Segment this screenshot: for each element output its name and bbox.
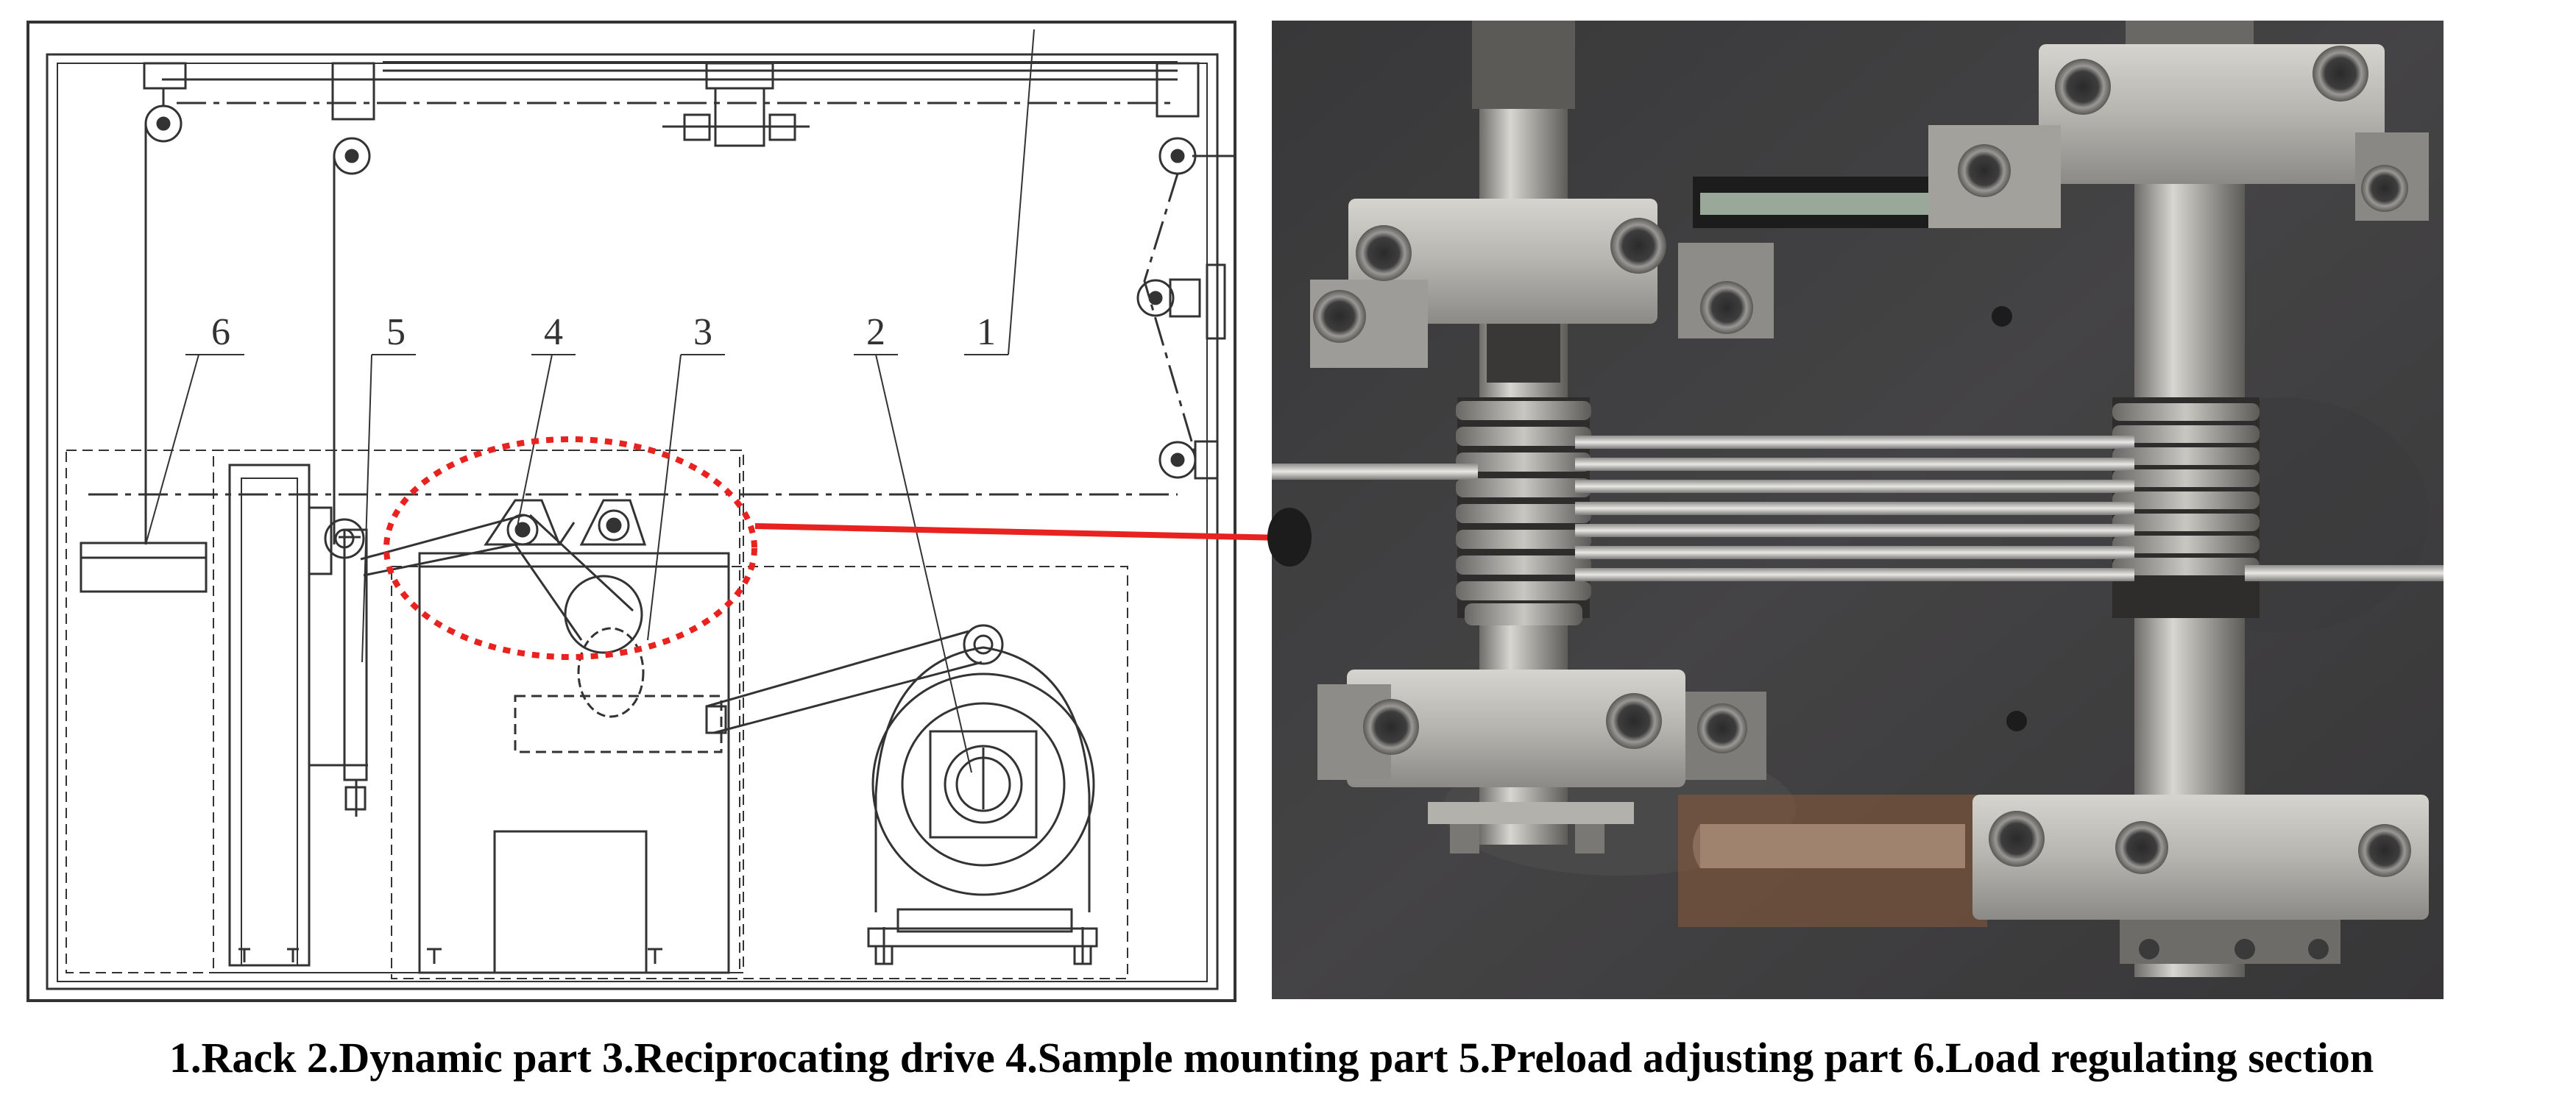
- specimen-photo: [1267, 21, 2444, 999]
- coil-right: [2112, 397, 2260, 618]
- caption-part-2: 2.Dynamic part: [306, 1034, 592, 1082]
- callout-1: 1: [977, 311, 996, 353]
- coil-left: [1456, 397, 1591, 625]
- caption-part-6: 6.Load regulating section: [1913, 1034, 2374, 1082]
- preload-column: [228, 464, 368, 967]
- callout-3: 3: [693, 311, 712, 353]
- figure-caption: 1.Rack 2.Dynamic part 3.Reciprocating dr…: [169, 1029, 2561, 1087]
- rust-patch: [1678, 795, 1987, 927]
- caption-part-1: 1.Rack: [169, 1034, 297, 1082]
- clamp-block-top-right: [1928, 44, 2429, 228]
- pulley-mid: [331, 62, 375, 175]
- drive-frame: [418, 552, 730, 974]
- highlight-ellipse: [383, 436, 757, 660]
- rack-inner-frame-2: [57, 63, 1208, 982]
- side-pulleys: [1136, 155, 1236, 480]
- callout-4: 4: [544, 311, 563, 353]
- caption-part-3: 3.Reciprocating drive: [602, 1034, 995, 1082]
- clamp-block-bottom-right: [1972, 795, 2429, 964]
- caption-part-4: 4.Sample mounting part: [1005, 1034, 1448, 1082]
- motor: [867, 646, 1098, 965]
- top-tensioner: [662, 62, 810, 147]
- callout-6: 6: [211, 311, 230, 353]
- callout-2: 2: [866, 311, 885, 353]
- load-weight: [79, 542, 208, 593]
- rack-inner-frame: [46, 53, 1219, 990]
- callout-leaders: [145, 29, 1035, 773]
- wire-ropes: [1272, 436, 2444, 581]
- clamp-block-bottom-left: [1317, 670, 1766, 853]
- sample-mount: [360, 499, 647, 641]
- caption-part-5: 5.Preload adjusting part: [1458, 1034, 1903, 1082]
- callout-labels: 6 5 4 3 2 1: [211, 311, 996, 353]
- rack-outer-frame: [26, 21, 1236, 1002]
- connecting-rod: [705, 624, 1004, 734]
- callout-5: 5: [386, 311, 406, 353]
- pulley-left: [143, 62, 187, 143]
- clamp-block-top-left: [1310, 199, 1774, 368]
